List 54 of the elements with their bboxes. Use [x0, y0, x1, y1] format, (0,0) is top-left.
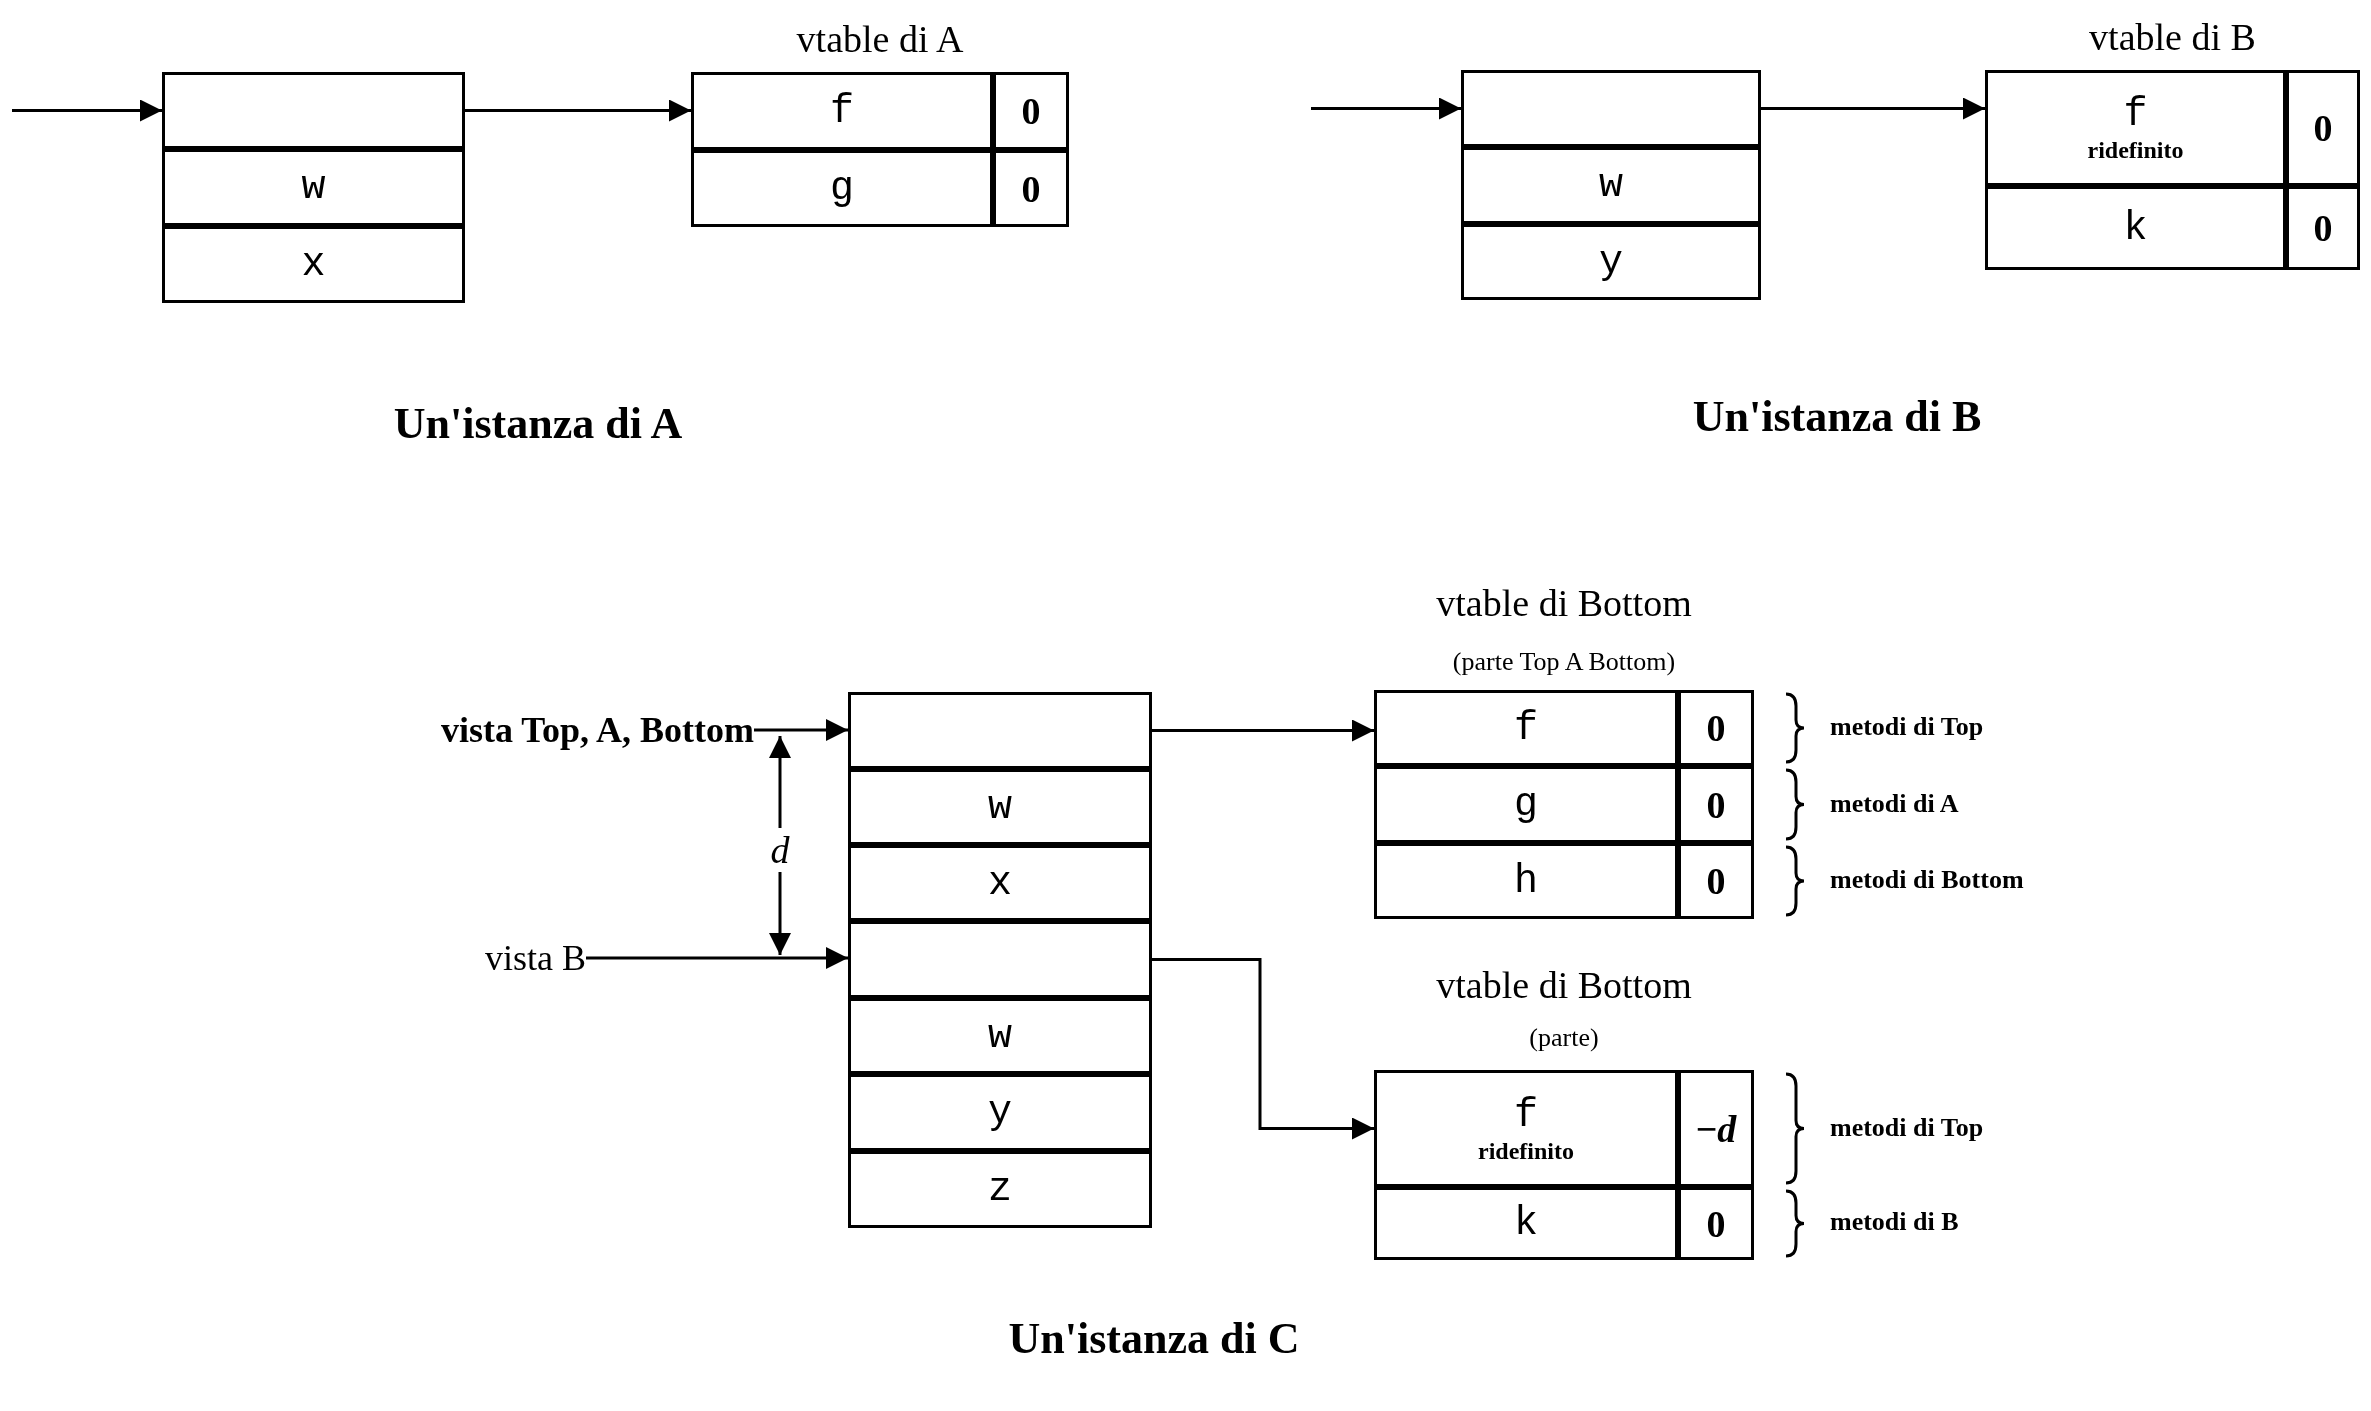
method-entry: k	[1374, 1187, 1678, 1260]
method-entry: f	[1374, 690, 1678, 766]
method-note: ridefinito	[1478, 1137, 1574, 1165]
offset-value: 0	[2286, 186, 2360, 270]
arrow	[1152, 719, 1374, 742]
method-entry: f	[691, 72, 993, 150]
offset-value: 0	[1678, 843, 1754, 919]
annotation: metodi di B	[1830, 1207, 1959, 1237]
arrow	[1311, 97, 1461, 120]
caption: Un'istanza di B	[1692, 390, 1982, 442]
arrow	[1152, 958, 1374, 1140]
method-entry: g	[691, 150, 993, 227]
method-note: ridefinito	[2087, 137, 2184, 164]
offset-value: 0	[1678, 1187, 1754, 1260]
offset-value: 0	[2286, 70, 2360, 186]
view-label: vista B	[420, 934, 586, 982]
vtable-title: vtable di B	[2089, 15, 2256, 59]
offset-value: 0	[1678, 766, 1754, 843]
arrow	[586, 947, 848, 969]
annotation: metodi di Top	[1830, 1113, 1984, 1143]
caption: Un'istanza di A	[393, 397, 683, 449]
method-entry: h	[1374, 843, 1678, 919]
offset-value: 0	[993, 150, 1069, 227]
vtable-subtitle: (parte)	[1529, 1023, 1599, 1053]
memory-slot: w	[848, 998, 1152, 1074]
view-label: vista Top, A, Bottom	[240, 706, 754, 754]
memory-slot: w	[162, 149, 465, 226]
dimension-label: d	[768, 828, 792, 872]
annotation: metodi di A	[1830, 789, 1959, 819]
method-name: f	[2123, 92, 2148, 137]
memory-slot: w	[1461, 147, 1761, 224]
memory-slot: x	[848, 845, 1152, 921]
method-name: f	[1514, 1092, 1538, 1138]
memory-slot: w	[848, 769, 1152, 845]
annotation: metodi di Bottom	[1830, 865, 2024, 895]
offset-value: −d	[1678, 1070, 1754, 1187]
method-entry: g	[1374, 766, 1678, 843]
memory-slot: y	[848, 1074, 1152, 1151]
annotation: metodi di Top	[1830, 712, 1984, 742]
method-entry	[1985, 70, 2286, 186]
arrow	[1761, 97, 1985, 120]
vtable-title: vtable di Bottom	[1436, 581, 1692, 625]
offset-value: 0	[1678, 690, 1754, 766]
arrow	[754, 719, 848, 741]
pointer-slot	[848, 921, 1152, 998]
offset-value: 0	[993, 72, 1069, 150]
arrow	[12, 99, 162, 122]
arrow	[465, 99, 691, 122]
vtable-title: vtable di Bottom	[1436, 963, 1692, 1007]
method-entry: k	[1985, 186, 2286, 270]
vtable-subtitle: (parte Top A Bottom)	[1452, 647, 1676, 677]
caption: Un'istanza di C	[1008, 1312, 1300, 1364]
method-entry	[1374, 1070, 1678, 1187]
vtable-title: vtable di A	[796, 17, 964, 61]
